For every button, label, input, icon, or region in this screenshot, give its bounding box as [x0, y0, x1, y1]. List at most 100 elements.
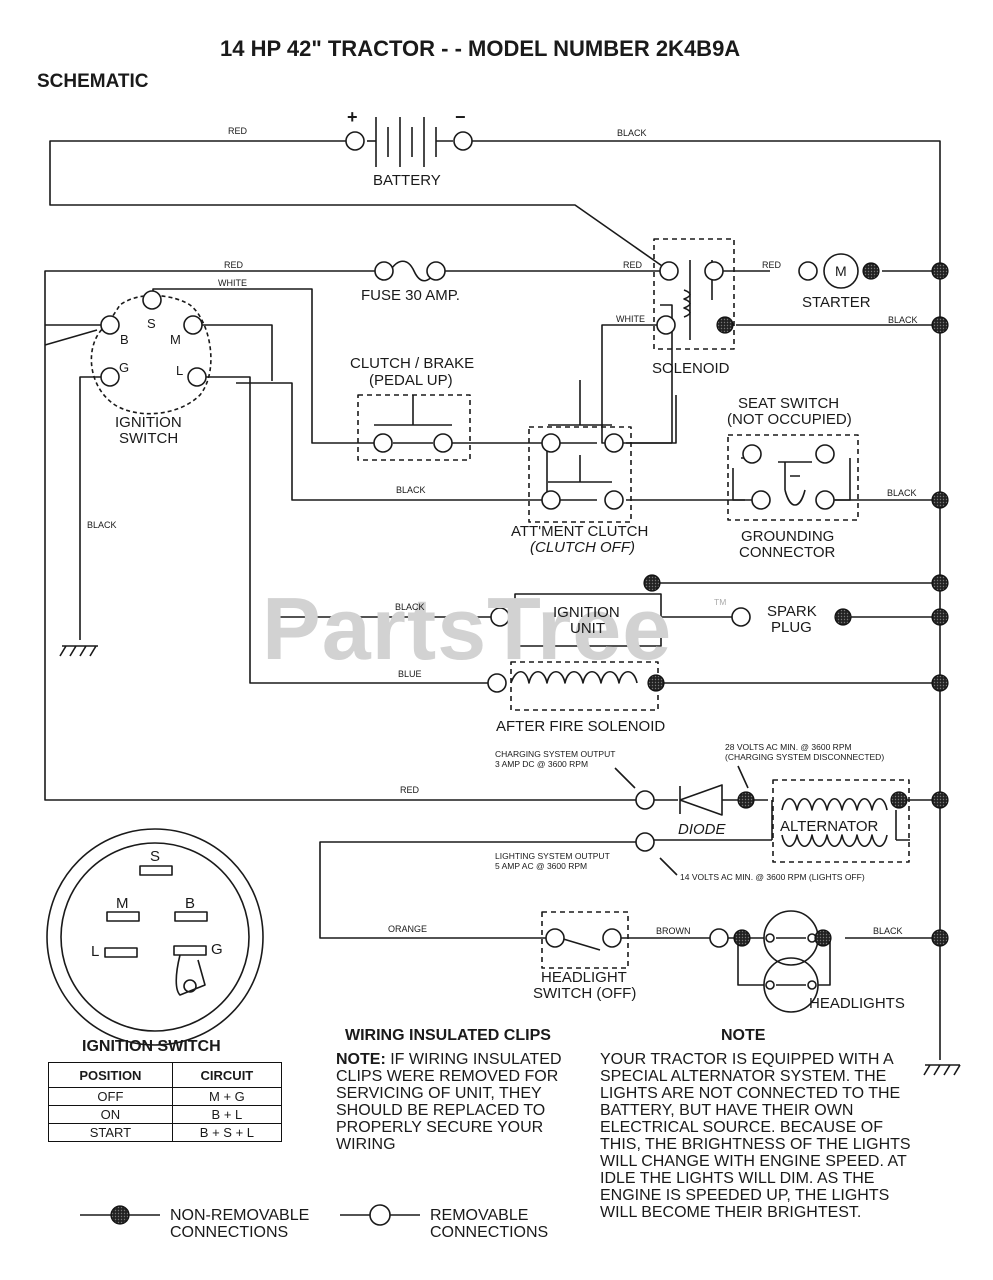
table-header-position: POSITION [48, 1062, 173, 1088]
wire-label-white-2: WHITE [616, 314, 645, 324]
wire-label-white-1: WHITE [218, 278, 247, 288]
clutch-brake-box [357, 394, 471, 461]
note-text: YOUR TRACTOR IS EQUIPPED WITH A SPECIAL … [600, 1051, 911, 1221]
spark-plug-label-2: PLUG [771, 619, 812, 636]
wire-label-black-3: BLACK [396, 485, 426, 495]
spark-plug-label-1: SPARK [767, 603, 817, 620]
headlight-switch-label-1: HEADLIGHT [541, 969, 627, 986]
legend-removable-2: CONNECTIONS [430, 1224, 549, 1241]
battery-neg-terminal [453, 131, 473, 151]
table-cell: START [48, 1123, 173, 1142]
wire-label-blue: BLUE [398, 669, 422, 679]
charging-note-2: 3 AMP DC @ 3600 RPM [495, 759, 589, 769]
solenoid-box [653, 238, 735, 350]
grounding-label-1: GROUNDING [741, 528, 835, 545]
after-fire-coil [510, 670, 638, 684]
diode-symbol [679, 784, 723, 816]
lighting-note-1: LIGHTING SYSTEM OUTPUT [495, 851, 610, 861]
note-title: NOTE [721, 1027, 766, 1044]
attment-clutch-label-2: (CLUTCH OFF) [530, 539, 635, 556]
legend-removable-1: REMOVABLE [430, 1207, 529, 1224]
wiring-clips-text: NOTE: IF WIRING INSULATED CLIPS WERE REM… [336, 1051, 586, 1153]
starter-label: STARTER [802, 294, 871, 311]
ground-right [923, 1064, 961, 1076]
headlights-label: HEADLIGHTS [809, 995, 905, 1012]
alternator-box [772, 779, 910, 863]
grounding-label-2: CONNECTOR [739, 544, 836, 561]
headlight-switch-box [541, 911, 629, 969]
wiring-clips-title: WIRING INSULATED CLIPS [345, 1027, 551, 1044]
battery-pos-terminal [345, 131, 365, 151]
battery-plus-sign: + [347, 107, 358, 127]
ignition-switch-label-1: IGNITION [115, 414, 182, 431]
wire-label-black-1: BLACK [617, 128, 647, 138]
black-wire-battery [463, 140, 941, 1060]
ground-left [59, 645, 98, 657]
solenoid-coil [683, 289, 691, 318]
table-cell: B + L [171, 1105, 283, 1124]
volts14-note: 14 VOLTS AC MIN. @ 3600 RPM (LIGHTS OFF) [680, 872, 865, 882]
alternator-coil [781, 797, 888, 848]
wire-label-red-3: RED [623, 260, 643, 270]
wire-label-black-4: BLACK [887, 488, 917, 498]
solenoid-label: SOLENOID [652, 360, 730, 377]
wire-label-red-2: RED [224, 260, 244, 270]
seat-switch-box [727, 434, 859, 521]
volts28-note-1: 28 VOLTS AC MIN. @ 3600 RPM [725, 742, 852, 752]
legend-non-removable-2: CONNECTIONS [170, 1224, 289, 1241]
charging-note-1: CHARGING SYSTEM OUTPUT [495, 749, 616, 759]
white-wire-s [152, 288, 383, 444]
wire-label-red-4: RED [762, 260, 782, 270]
terminal-m: M [170, 332, 181, 347]
terminal-g: G [119, 360, 130, 375]
table-cell: ON [48, 1105, 173, 1124]
battery-cells [367, 117, 453, 167]
table-row: START B + S + L [48, 1123, 283, 1142]
headlight-lower [763, 957, 819, 1013]
orange-wire [319, 841, 645, 939]
terminal-l: L [176, 363, 184, 378]
white-wire-solenoid [601, 324, 672, 444]
red-wire-battery [49, 140, 666, 269]
ignition-position-table: POSITION CIRCUIT OFF M + G ON B + L STAR… [48, 1062, 283, 1142]
legend-non-removable-symbol [110, 1205, 130, 1225]
face-m: M [116, 895, 129, 912]
lighting-note-2: 5 AMP AC @ 3600 RPM [495, 861, 588, 871]
face-s: S [150, 848, 161, 865]
wire-label-black-2: BLACK [888, 315, 918, 325]
table-cell: B + S + L [171, 1123, 283, 1142]
headlight-switch-label-2: SWITCH (OFF) [533, 985, 637, 1002]
wiring-clips-body: IF WIRING INSULATED CLIPS WERE REMOVED F… [336, 1051, 562, 1153]
ignition-right-exits [193, 324, 547, 684]
fuse-link [389, 260, 437, 282]
ignition-table-title: IGNITION SWITCH [82, 1038, 221, 1055]
red-wire-fuse [44, 270, 378, 325]
wiring-clips-lead: NOTE: [336, 1051, 386, 1068]
switch-face-outer [46, 828, 264, 1046]
face-l: L [91, 943, 100, 960]
clutch-brake-label-1: CLUTCH / BRAKE [350, 355, 475, 372]
wire-label-black-6: BLACK [395, 602, 425, 612]
wire-label-black-7: BLACK [873, 926, 903, 936]
legend-non-removable-1: NON-REMOVABLE [170, 1207, 310, 1224]
clutch-brake-label-2: (PEDAL UP) [369, 372, 453, 389]
table-header-circuit: CIRCUIT [171, 1062, 283, 1088]
wire-label-red-1: RED [228, 126, 248, 136]
table-row: OFF M + G [48, 1087, 283, 1106]
wire-label-red-5: RED [400, 785, 420, 795]
ignition-switch-label-2: SWITCH [119, 430, 179, 447]
table-cell: M + G [171, 1087, 283, 1106]
battery-label: BATTERY [373, 172, 441, 189]
page-title: 14 HP 42" TRACTOR - - MODEL NUMBER 2K4B9… [220, 36, 741, 61]
after-fire-label: AFTER FIRE SOLENOID [496, 718, 666, 735]
volts28-note-2: (CHARGING SYSTEM DISCONNECTED) [725, 752, 885, 762]
ignition-left-exits [44, 324, 107, 640]
face-g: G [211, 941, 223, 958]
wire-label-orange: ORANGE [388, 924, 428, 934]
legend-removable-symbol [369, 1204, 391, 1226]
alternator-label: ALTERNATOR [780, 818, 879, 835]
watermark-tm: TM [714, 597, 727, 607]
battery-minus-sign: − [455, 107, 466, 127]
ignition-body [90, 294, 212, 415]
